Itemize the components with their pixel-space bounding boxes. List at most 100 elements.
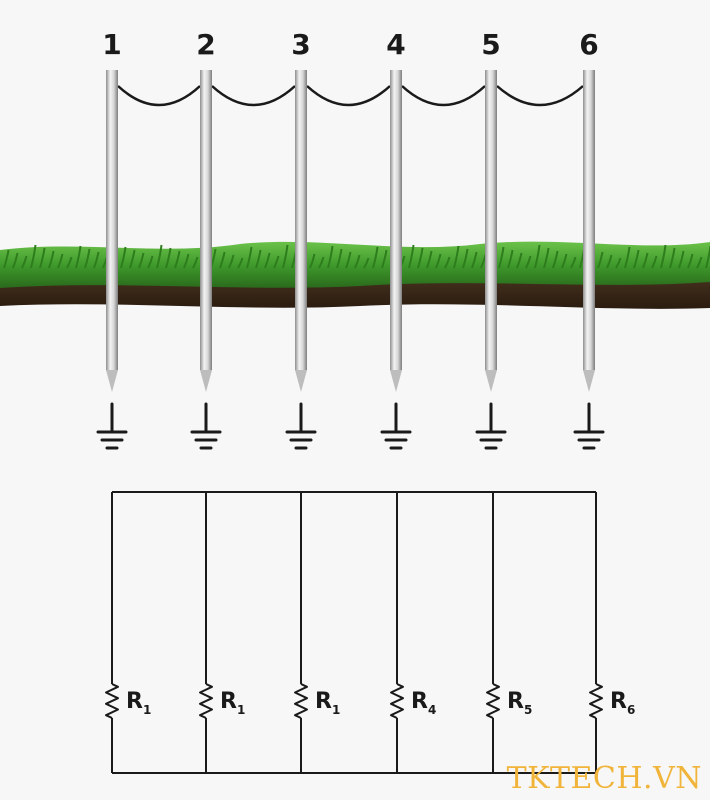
grass-blade [606, 254, 613, 269]
resistor-branch: R6 [589, 492, 635, 773]
resistor-branch: R5 [486, 492, 532, 773]
rod-shaft [106, 70, 118, 370]
grass-blade [219, 251, 226, 269]
connecting-wires [117, 85, 584, 107]
grass-blade [147, 255, 154, 269]
grass-blade [669, 247, 676, 269]
grass-blade [444, 256, 451, 269]
grass-blade [129, 249, 136, 269]
grass-blade [30, 244, 37, 269]
grass-blade [705, 245, 710, 269]
grass-blade [507, 249, 514, 269]
grass-blade [660, 244, 667, 269]
watermark: TKTECH.VN [506, 761, 702, 796]
ground-strip [0, 241, 710, 309]
ground-symbol-icon [380, 402, 412, 450]
wire-segment [211, 85, 296, 107]
grass-blade [183, 253, 190, 269]
grass-layer [0, 241, 710, 288]
grass-blade [561, 253, 568, 269]
grass-blade [543, 247, 550, 269]
wire-segment [117, 85, 201, 107]
rod-number: 2 [196, 28, 215, 61]
resistor-branch: R1 [105, 492, 151, 773]
rod-shaft [485, 70, 497, 370]
resistor-icon [390, 683, 404, 719]
ground-rod: 6 [579, 28, 599, 392]
resistor-label: R1 [126, 689, 151, 717]
grass-blade [192, 256, 199, 269]
grass-blade [246, 246, 253, 269]
grass-blade [498, 246, 505, 269]
rod-tip [200, 370, 212, 392]
grass-blade [21, 255, 28, 269]
grass-blade [462, 248, 469, 269]
resistor-label-subscript: 5 [524, 703, 532, 717]
grass-blade [624, 246, 631, 269]
grass-blade [336, 248, 343, 269]
grass-blade [426, 250, 433, 269]
rod-number: 6 [579, 28, 598, 61]
rod-number: 4 [386, 28, 405, 61]
grass-blade [237, 257, 244, 269]
resistor-icon [105, 683, 119, 719]
grass-blade [597, 251, 604, 269]
ground-symbol-icon [96, 402, 128, 450]
grass-blade [327, 245, 334, 269]
grass-blade [381, 249, 388, 269]
resistor-label-subscript: 1 [143, 703, 151, 717]
grass-blade [417, 247, 424, 269]
resistor-label-subscript: 6 [627, 703, 635, 717]
grass-blade [471, 251, 478, 269]
grass-blade [228, 254, 235, 269]
resistor-branch: R1 [199, 492, 245, 773]
rod-shaft [583, 70, 595, 370]
grass-blade [678, 250, 685, 269]
rod-tip [106, 370, 118, 392]
grass-blade [354, 254, 361, 269]
rod-tip [485, 370, 497, 392]
ground-symbol-icon [475, 402, 507, 450]
grass-blade [165, 247, 172, 269]
grass-blade [615, 257, 622, 269]
grass-blade [39, 247, 46, 269]
resistor-icon [294, 683, 308, 719]
ground-symbols [96, 402, 605, 450]
wire-segment [306, 85, 391, 107]
wire-segment [401, 85, 486, 107]
grass-blade [642, 252, 649, 269]
grass-blade [48, 250, 55, 269]
grass-blade [273, 255, 280, 269]
grass-blade [84, 248, 91, 269]
grass-blade [174, 250, 181, 269]
grass-blade [66, 256, 73, 269]
grass-blade [435, 253, 442, 269]
grass-blades [3, 244, 710, 269]
grass-blade [408, 244, 415, 269]
grass-blade [372, 246, 379, 269]
grass-blade [651, 255, 658, 269]
resistor-label: R1 [220, 689, 245, 717]
grass-blade [282, 244, 289, 269]
resistor-label-subscript: 4 [428, 703, 436, 717]
rod-number: 3 [291, 28, 310, 61]
ground-symbol-icon [190, 402, 222, 450]
rod-shaft [390, 70, 402, 370]
resistor-icon [486, 683, 500, 719]
ground-symbol-icon [285, 402, 317, 450]
grass-blade [93, 251, 100, 269]
grass-blade [255, 249, 262, 269]
grass-blade [120, 246, 127, 269]
wire-segment [496, 85, 584, 107]
grass-blade [138, 252, 145, 269]
ground-rod: 4 [386, 28, 406, 392]
resistor-label-subscript: 1 [237, 703, 245, 717]
rod-tip [295, 370, 307, 392]
grass-blade [687, 253, 694, 269]
grass-blade [57, 253, 64, 269]
grass-blade [156, 244, 163, 269]
grass-blade [264, 252, 271, 269]
